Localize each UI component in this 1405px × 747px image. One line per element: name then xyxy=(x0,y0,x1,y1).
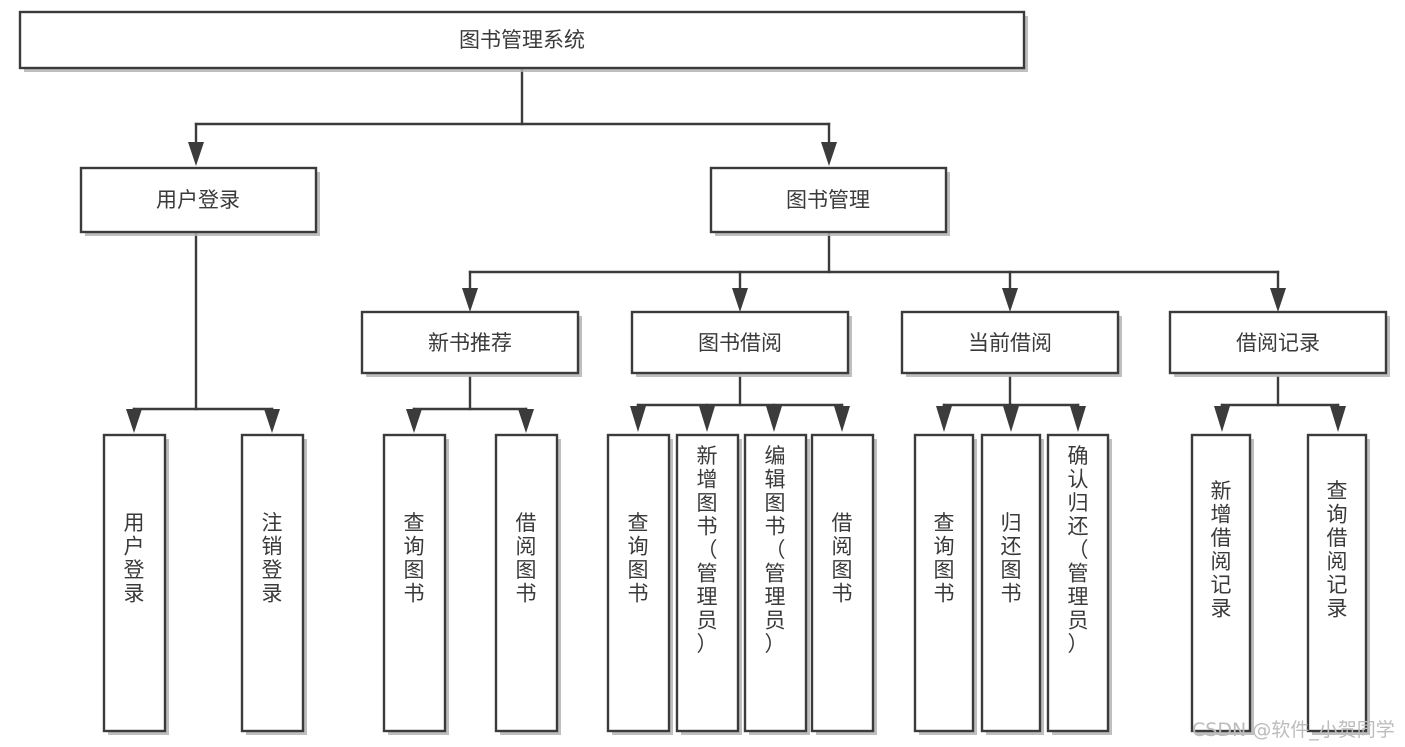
arrow-head-leaf-logout-login xyxy=(264,409,280,433)
node-borrow-record[interactable]: 借阅记录 xyxy=(1168,310,1390,377)
arrow-head-leaf-edit-book xyxy=(766,406,782,432)
connector-group-new-book-recommend xyxy=(406,375,534,433)
leaf-borrow-book-2-label: 借阅图书 xyxy=(832,511,853,606)
arrow-head-leaf-return-book xyxy=(1003,406,1019,432)
leaf-borrow-book-1-box xyxy=(494,433,559,733)
leaf-confirm-return-box xyxy=(1046,433,1110,733)
node-leaf-confirm-return[interactable]: 确认归还（管理员） xyxy=(1046,433,1112,735)
node-book-manage-box xyxy=(709,166,948,234)
leaf-query-book-1-label: 查询图书 xyxy=(404,511,425,606)
leaf-edit-book-box xyxy=(743,433,808,733)
node-leaf-user-login[interactable]: 用户登录 xyxy=(102,433,169,735)
arrow-head-leaf-query-record xyxy=(1330,406,1346,432)
leaf-borrow-book-1-label: 借阅图书 xyxy=(516,511,537,606)
node-leaf-borrow-book-2[interactable]: 借阅图书 xyxy=(810,433,877,735)
node-bb-box xyxy=(630,310,850,375)
node-bb-label: 图书借阅 xyxy=(698,331,782,355)
node-cb-box xyxy=(900,310,1120,375)
arrow-head-user-login xyxy=(188,142,204,166)
node-book-borrow[interactable]: 图书借阅 xyxy=(630,310,852,377)
arrow-head-leaf-query-book-3 xyxy=(936,406,952,432)
node-leaf-edit-book[interactable]: 编辑图书（管理员） xyxy=(743,433,810,735)
arrow-head-current-borrow xyxy=(1002,288,1018,312)
leaf-borrow-book-2-box xyxy=(810,433,875,733)
node-br-label: 借阅记录 xyxy=(1236,331,1320,355)
leaf-query-book-3-label: 查询图书 xyxy=(934,511,955,606)
node-leaf-logout-login[interactable]: 注销登录 xyxy=(240,433,307,735)
node-leaf-return-book[interactable]: 归还图书 xyxy=(980,433,1044,735)
node-user-login-label: 用户登录 xyxy=(156,188,240,212)
connector-group-root xyxy=(188,66,837,166)
node-leaf-query-book-3[interactable]: 查询图书 xyxy=(913,433,977,735)
leaf-query-book-1-box xyxy=(382,433,447,733)
node-book-manage[interactable]: 图书管理 xyxy=(709,166,950,236)
node-nbr-label: 新书推荐 xyxy=(428,331,512,355)
connector-group-book-borrow xyxy=(630,375,850,432)
csdn-watermark: CSDN @软件_小贺同学 xyxy=(1192,719,1395,741)
connector-group-borrow-record xyxy=(1214,375,1346,432)
node-book-manage-label: 图书管理 xyxy=(786,188,870,212)
arrow-head-leaf-borrow-book-1 xyxy=(518,409,534,433)
node-leaf-add-record[interactable]: 新增借阅记录 xyxy=(1190,433,1254,735)
connector-group-current-borrow xyxy=(936,375,1086,432)
arrow-head-book-borrow xyxy=(732,288,748,312)
leaf-user-login-label: 用户登录 xyxy=(124,511,145,606)
node-root-box xyxy=(18,10,1026,70)
node-br-box xyxy=(1168,310,1388,375)
leaf-confirm-return-label: 确认归还（管理员） xyxy=(1068,444,1089,656)
leaf-add-record-box xyxy=(1190,433,1252,733)
arrow-head-leaf-add-record xyxy=(1214,406,1230,432)
arrow-head-leaf-user-login xyxy=(126,409,142,433)
leaf-logout-login-box xyxy=(240,433,305,733)
leaf-query-book-3-box xyxy=(913,433,975,733)
node-leaf-query-record[interactable]: 查询借阅记录 xyxy=(1306,433,1370,735)
leaf-query-book-2-box xyxy=(606,433,671,733)
leaf-edit-book-label: 编辑图书（管理员） xyxy=(765,444,786,656)
connector-group-user-login xyxy=(126,230,280,433)
node-user-login-box xyxy=(79,166,318,234)
node-user-login[interactable]: 用户登录 xyxy=(79,166,320,236)
arrow-head-borrow-record xyxy=(1270,288,1286,312)
leaf-add-book-box xyxy=(675,433,740,733)
leaf-query-book-2-label: 查询图书 xyxy=(628,511,649,606)
leaf-user-login-box xyxy=(102,433,167,733)
leaf-query-record-box xyxy=(1306,433,1368,733)
node-root[interactable]: 图书管理系统 xyxy=(18,10,1028,72)
arrow-head-leaf-query-book-1 xyxy=(406,409,422,433)
leaf-add-record-label: 新增借阅记录 xyxy=(1211,479,1232,621)
leaf-logout-login-label: 注销登录 xyxy=(262,511,283,606)
node-leaf-query-book-2[interactable]: 查询图书 xyxy=(606,433,673,735)
arrow-head-leaf-borrow-book-2 xyxy=(834,406,850,432)
node-root-label: 图书管理系统 xyxy=(459,28,585,52)
leaf-query-record-label: 查询借阅记录 xyxy=(1327,479,1348,621)
arrow-head-book-manage xyxy=(821,142,837,166)
node-new-book-recommend[interactable]: 新书推荐 xyxy=(360,310,582,377)
node-cb-label: 当前借阅 xyxy=(968,331,1052,355)
leaf-add-book-label: 新增图书（管理员） xyxy=(697,444,718,656)
arrow-head-new-book-recommend xyxy=(462,288,478,312)
node-nbr-box xyxy=(360,310,580,375)
node-leaf-add-book[interactable]: 新增图书（管理员） xyxy=(675,433,742,735)
node-leaf-query-book-1[interactable]: 查询图书 xyxy=(382,433,449,735)
connector-group-book-manage xyxy=(462,230,1286,312)
node-leaf-borrow-book-1[interactable]: 借阅图书 xyxy=(494,433,561,735)
arrow-head-leaf-confirm-return xyxy=(1070,406,1086,432)
arrow-head-leaf-add-book xyxy=(699,406,715,432)
node-current-borrow[interactable]: 当前借阅 xyxy=(900,310,1122,377)
leaf-return-book-label: 归还图书 xyxy=(1001,511,1022,606)
leaf-return-book-box xyxy=(980,433,1042,733)
arrow-head-leaf-query-book-2 xyxy=(630,406,646,432)
